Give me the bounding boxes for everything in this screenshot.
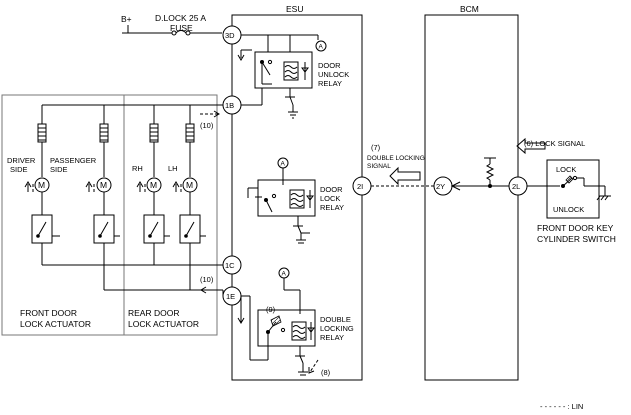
svg-text:(9): (9) bbox=[266, 305, 276, 314]
esu-label: ESU bbox=[286, 4, 303, 14]
terminal-1e: 1E bbox=[222, 286, 242, 306]
bcm-box bbox=[424, 14, 519, 381]
svg-text:M: M bbox=[100, 180, 107, 190]
svg-text:1E: 1E bbox=[226, 292, 235, 301]
svg-text:2L: 2L bbox=[512, 182, 520, 191]
lock-signal-label: (6) LOCK SIGNAL bbox=[524, 139, 585, 148]
actuator-driver: M bbox=[24, 105, 53, 265]
label-10-top: (10) bbox=[200, 121, 214, 130]
terminal-3d: 3D bbox=[222, 25, 242, 45]
svg-text:(8): (8) bbox=[321, 368, 331, 377]
rh-label: RH bbox=[132, 164, 143, 173]
terminal-2l: 2L bbox=[508, 176, 528, 196]
svg-text:1C: 1C bbox=[225, 261, 235, 270]
label-10-bottom: (10) bbox=[200, 275, 214, 284]
b-plus-label: B+ bbox=[121, 14, 132, 24]
lh-label: LH bbox=[168, 164, 178, 173]
rear-actuator-frame bbox=[123, 94, 218, 336]
svg-text:M: M bbox=[150, 180, 157, 190]
svg-text:1B: 1B bbox=[225, 101, 234, 110]
double-locking-arrow bbox=[389, 166, 421, 186]
terminal-1b: 1B bbox=[222, 95, 242, 115]
svg-text:A: A bbox=[319, 44, 324, 51]
actuator-lh: M bbox=[172, 105, 201, 290]
terminal-2y: 2Y bbox=[433, 176, 453, 196]
legend-lin: - - - - - - : LIN bbox=[540, 402, 583, 411]
double-locking-signal-label: (7) bbox=[371, 143, 381, 152]
svg-text:3D: 3D bbox=[225, 31, 235, 40]
bcm-label: BCM bbox=[460, 4, 479, 14]
actuator-rh: M bbox=[136, 105, 165, 265]
svg-text:2Y: 2Y bbox=[436, 182, 445, 191]
esu-box bbox=[231, 14, 363, 381]
terminal-1c: 1C bbox=[222, 255, 242, 275]
svg-text:UNLOCK: UNLOCK bbox=[553, 205, 584, 214]
svg-text:M: M bbox=[186, 180, 193, 190]
svg-text:LOCK: LOCK bbox=[556, 165, 576, 174]
lock-signal-arrow bbox=[516, 137, 546, 155]
terminal-2i: 2I bbox=[352, 176, 372, 196]
svg-text:M: M bbox=[38, 180, 45, 190]
bcm-internal-circuit bbox=[450, 157, 509, 191]
actuator-passenger: M bbox=[85, 105, 115, 290]
svg-text:2I: 2I bbox=[357, 182, 363, 191]
svg-text:A: A bbox=[281, 161, 286, 168]
svg-text:A: A bbox=[282, 271, 287, 278]
